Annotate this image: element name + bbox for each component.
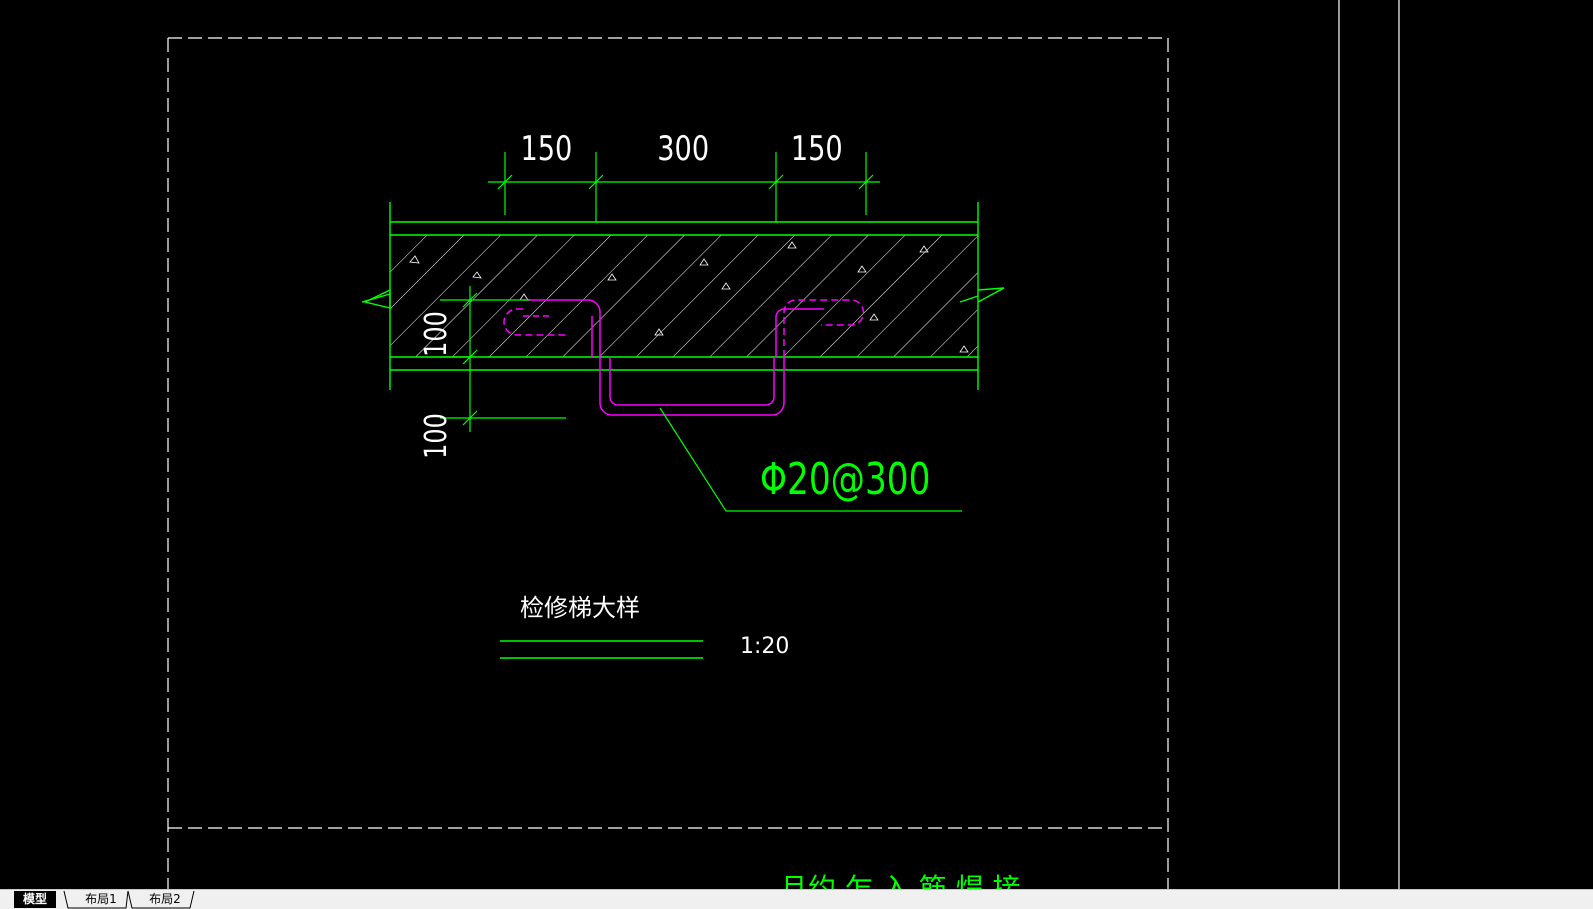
dim-label-1: 150 bbox=[520, 129, 572, 169]
bottom-partial-note: 且约 乍 入 筋 焊 接 bbox=[780, 872, 1021, 889]
scale-label: 1:20 bbox=[740, 634, 789, 659]
rebar-leader bbox=[659, 407, 962, 512]
drawing-canvas[interactable]: 150 300 150 100 100 Φ20@300 检修梯大样 1:20 且… bbox=[0, 0, 1593, 889]
layout-tab-bar: 模型 布局1 布局2 bbox=[0, 889, 1593, 909]
dim-vert-label-1: 100 bbox=[419, 311, 453, 357]
tab-model[interactable]: 模型 bbox=[14, 891, 56, 908]
tab-layout2[interactable]: 布局2 bbox=[149, 892, 181, 906]
dim-label-2: 300 bbox=[657, 129, 709, 169]
frame-right-lines bbox=[1338, 0, 1400, 889]
detail-title: 检修梯大样 bbox=[520, 594, 640, 622]
tab-layout1[interactable]: 布局1 bbox=[85, 892, 117, 906]
side-dimension bbox=[440, 286, 566, 432]
top-dimension bbox=[488, 152, 880, 222]
dim-vert-label-2: 100 bbox=[419, 413, 453, 459]
dim-label-3: 150 bbox=[791, 129, 843, 169]
title-underline bbox=[500, 640, 703, 659]
rebar-label: Φ20@300 bbox=[760, 454, 930, 505]
slab-section bbox=[361, 202, 1005, 390]
drawing-frame bbox=[167, 37, 1169, 889]
rebar-u-bar bbox=[503, 299, 865, 416]
